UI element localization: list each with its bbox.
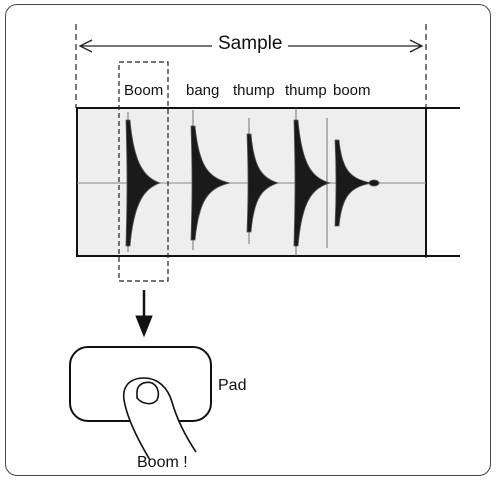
boom-selection [118, 61, 169, 282]
transient-thump-2 [293, 119, 332, 247]
down-arrow [135, 290, 153, 338]
diagram-frame [5, 4, 491, 476]
word-boom: Boom [124, 82, 164, 99]
transient-boom [125, 119, 162, 247]
word-bang: bang [186, 82, 220, 99]
pad-label: Pad [218, 377, 247, 394]
waveform [125, 108, 380, 256]
result-label: Boom ! [137, 454, 188, 471]
transient-thump-1 [246, 133, 280, 233]
word-boom-2: boom [333, 82, 371, 99]
transient-bang [190, 125, 231, 241]
transient-boom-end [334, 139, 373, 227]
word-thump-1: thump [233, 82, 275, 99]
sample-title: Sample [212, 33, 289, 55]
finger-icon [122, 377, 197, 461]
word-thump-2: thump [285, 82, 327, 99]
